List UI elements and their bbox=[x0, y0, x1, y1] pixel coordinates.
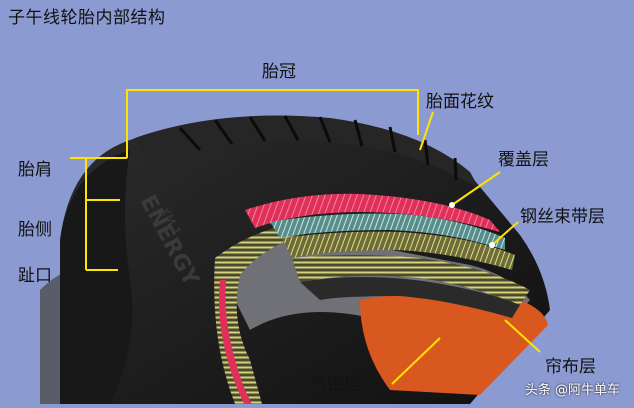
label-cover-layer: 覆盖层 bbox=[498, 150, 549, 170]
leader-lines bbox=[70, 89, 541, 385]
ply-leader bbox=[504, 319, 541, 353]
cover-layer bbox=[245, 193, 500, 232]
crown-leader bbox=[126, 89, 419, 158]
liner-leader bbox=[391, 337, 441, 385]
watermark: 头条 @阿牛单车 bbox=[524, 383, 620, 398]
steel-belt-leader bbox=[491, 221, 519, 246]
steel-belt-layer-2 bbox=[282, 231, 515, 270]
diagram-title: 子午线轮胎内部结构 bbox=[8, 8, 166, 28]
label-inner-liner: 气密层 bbox=[310, 375, 361, 395]
label-ply: 帘布层 bbox=[545, 357, 596, 377]
label-sidewall: 胎侧 bbox=[18, 220, 52, 240]
ply-layer bbox=[360, 292, 548, 395]
tread-leader bbox=[419, 111, 434, 151]
steel-belt-layer-1 bbox=[270, 213, 505, 250]
label-tread-pattern: 胎面花纹 bbox=[426, 92, 494, 112]
label-crown: 胎冠 bbox=[262, 62, 296, 82]
label-shoulder: 胎肩 bbox=[18, 160, 52, 180]
cover-leader bbox=[451, 171, 501, 206]
label-steel-belt: 钢丝束带层 bbox=[520, 207, 605, 227]
label-bead: 趾口 bbox=[18, 266, 52, 286]
cutaway-section bbox=[214, 193, 548, 404]
